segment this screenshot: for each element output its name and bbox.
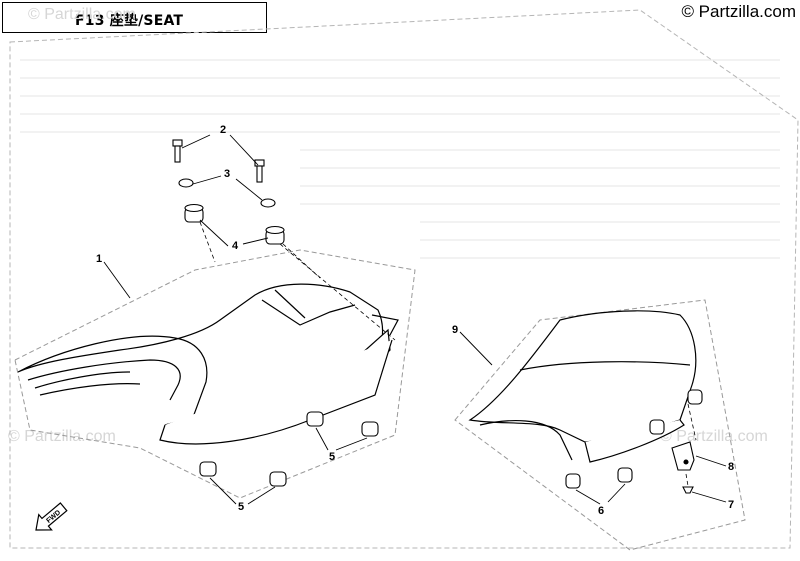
title-box: F13 座垫/SEAT — [2, 2, 267, 33]
leader-line — [247, 486, 276, 505]
washer — [260, 198, 276, 208]
callout-1: 1 — [96, 253, 102, 265]
leader-line — [235, 178, 263, 201]
callout-6: 6 — [598, 505, 604, 517]
callout-9: 9 — [452, 324, 458, 336]
bolt-shank — [174, 145, 181, 163]
leader-line — [199, 219, 229, 247]
leader-line — [575, 489, 601, 505]
bumper — [306, 411, 324, 427]
leader-line — [691, 491, 727, 503]
bolt-shank — [256, 165, 263, 183]
leader-line — [242, 237, 269, 245]
callout-5-rear: 5 — [238, 501, 244, 513]
watermark: © Partzilla.com — [660, 428, 768, 445]
bolt-parts — [172, 139, 265, 183]
bumper — [269, 471, 287, 487]
leader-lines — [103, 134, 727, 505]
front-seat-group-boundary — [454, 299, 746, 551]
leader-line — [459, 331, 493, 366]
bumper — [649, 419, 665, 435]
bracket-part — [671, 441, 695, 494]
copyright-text: © Partzilla.com — [681, 2, 796, 21]
forward-arrow-icon: FWD — [35, 502, 68, 531]
leader-line — [209, 477, 237, 505]
front-seat — [468, 310, 697, 463]
assembly-guides — [199, 221, 697, 487]
callout-5-front: 5 — [329, 451, 335, 463]
watermark: © Partzilla.com — [28, 6, 136, 23]
bumper — [199, 461, 217, 477]
leader-line — [181, 134, 211, 149]
watermark: © Partzilla.com — [8, 428, 116, 445]
bumper — [617, 467, 633, 483]
rear-seat — [17, 283, 399, 445]
callout-7: 7 — [728, 499, 734, 511]
callout-8: 8 — [728, 461, 734, 473]
leader-line — [335, 437, 368, 451]
washer-parts — [178, 178, 276, 208]
bolt-head — [172, 139, 183, 147]
leader-line — [695, 455, 727, 467]
bumper — [687, 389, 703, 405]
leader-line — [192, 175, 222, 185]
callout-2: 2 — [220, 124, 226, 136]
bumper-parts — [199, 389, 703, 489]
outer-frame — [9, 9, 799, 549]
leader-line — [103, 261, 131, 299]
grommet-top — [265, 225, 285, 235]
page-title: F13 座垫/SEAT — [75, 13, 184, 29]
leader-line — [607, 483, 626, 503]
bracket — [671, 441, 695, 471]
callout-4: 4 — [232, 240, 239, 252]
grommet-top — [184, 203, 204, 213]
callouts: 1 2 3 4 5 5 6 7 8 9 — [96, 124, 734, 517]
callout-3: 3 — [224, 168, 230, 180]
bumper — [565, 473, 581, 489]
grommet-parts — [184, 203, 285, 245]
background-lines — [20, 59, 780, 259]
leader-line — [229, 134, 259, 166]
nut — [682, 486, 694, 494]
bracket-hole — [683, 459, 689, 465]
rear-seat-group-boundary — [14, 249, 416, 499]
washer — [178, 178, 194, 188]
leader-line — [315, 427, 329, 451]
bumper — [361, 421, 379, 437]
